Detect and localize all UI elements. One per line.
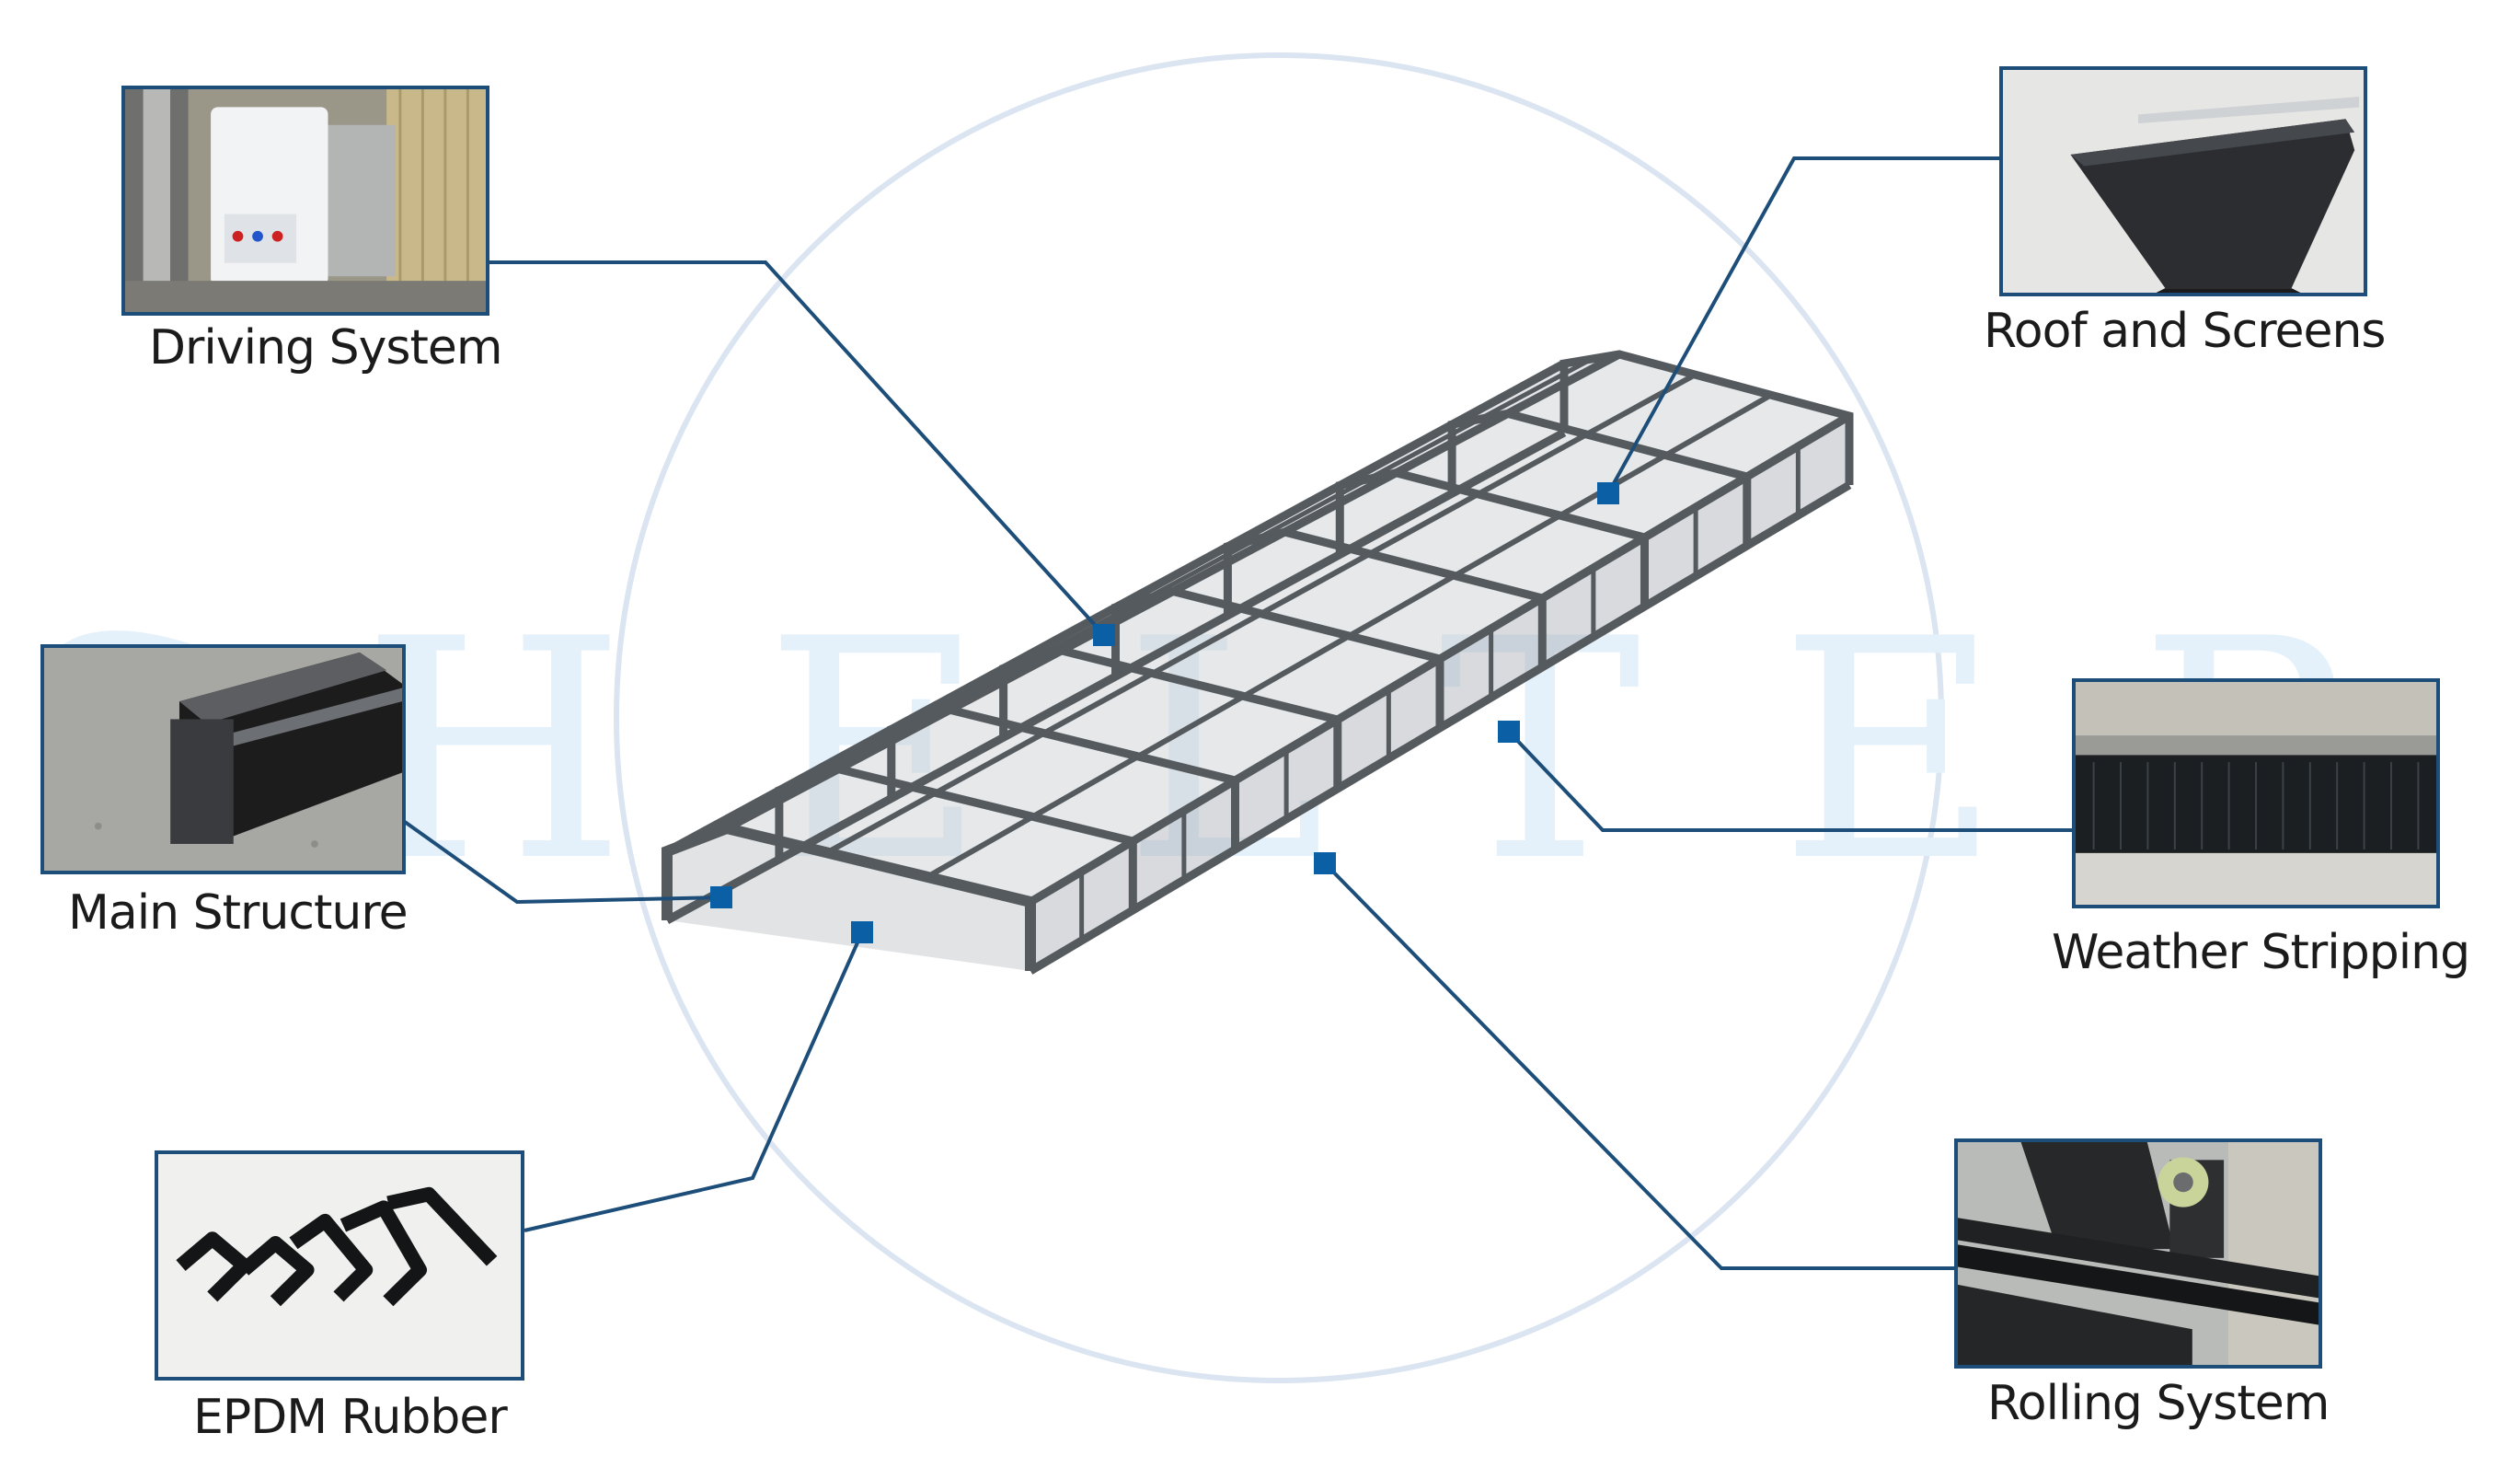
roof-panel-right — [1507, 354, 1849, 477]
wheel-on-rail-image — [1958, 1142, 2319, 1365]
roof-purlin — [825, 372, 1697, 856]
roof-purlin — [926, 392, 1773, 880]
roof-panel-right — [949, 650, 1338, 780]
longitudinal-beam — [664, 360, 1567, 855]
roof-panel-right — [1173, 532, 1543, 659]
label-rolling-system: Rolling System — [1987, 1376, 2330, 1431]
roof-panel-right — [1061, 591, 1440, 720]
roof-purlin — [696, 356, 1594, 842]
roof-and-screens-photo — [1999, 66, 2367, 296]
leader-line-epdm-rubber — [524, 931, 864, 1232]
label-main-structure: Main Structure — [68, 885, 408, 941]
driving-system-photo — [121, 86, 489, 316]
roof-panel-right — [727, 768, 1133, 902]
marker-driving-system — [1093, 624, 1115, 646]
marker-roof-and-screens — [1597, 482, 1619, 504]
end-wall-panel — [667, 828, 1030, 971]
longitudinal-beam — [1028, 412, 1852, 906]
leader-line-rolling-system — [1323, 861, 1954, 1270]
marker-weather-stripping — [1498, 721, 1520, 743]
label-epdm-rubber: EPDM Rubber — [193, 1390, 508, 1445]
label-roof-and-screens: Roof and Screens — [1984, 304, 2386, 359]
leader-line-driving-system — [489, 260, 1106, 637]
label-driving-system: Driving System — [149, 320, 502, 376]
label-weather-stripping: Weather Stripping — [2052, 925, 2470, 980]
background-circle — [614, 52, 1944, 1383]
marker-main-structure — [710, 886, 732, 908]
marker-epdm-rubber — [851, 921, 873, 943]
weather-stripping-photo — [2072, 678, 2440, 908]
roof-panel-right — [1396, 413, 1747, 537]
longitudinal-beam — [664, 429, 1567, 924]
leader-line-main-structure — [403, 820, 722, 905]
brush-seal-image — [2076, 682, 2436, 905]
rolling-system-photo — [1954, 1138, 2322, 1369]
control-box-image — [125, 89, 486, 312]
marker-rolling-system — [1314, 852, 1336, 874]
longitudinal-beam — [1028, 481, 1852, 975]
main-structure-photo — [40, 644, 406, 874]
roof-panel-right — [1284, 472, 1645, 598]
polycarbonate-panel-image — [2003, 70, 2364, 293]
roof-panel-right — [838, 710, 1236, 841]
aluminum-profile-image — [44, 648, 402, 871]
epdm-rubber-photo — [155, 1150, 524, 1381]
longitudinal-beam — [724, 351, 1622, 832]
leader-line-weather-stripping — [1507, 730, 2072, 832]
leader-line-roof-and-screens — [1606, 156, 1999, 494]
rubber-profiles-image — [158, 1154, 521, 1377]
